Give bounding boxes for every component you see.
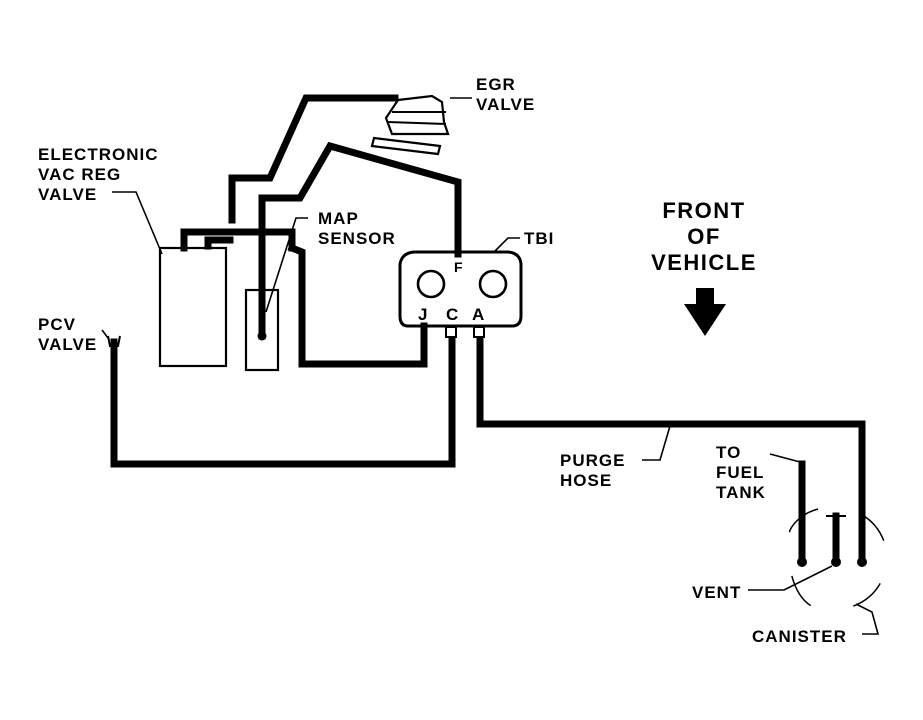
evrv-leader bbox=[112, 191, 163, 255]
front-label-line3: VEHICLE bbox=[651, 250, 757, 275]
fuel-tank-leader bbox=[769, 453, 801, 463]
egr-label-line1: EGR bbox=[476, 75, 516, 94]
pcv-hose bbox=[110, 336, 456, 468]
map-leader bbox=[265, 217, 308, 313]
map-label-line1: MAP bbox=[318, 209, 359, 228]
port-c-label: C bbox=[446, 305, 459, 324]
tbi-leader bbox=[493, 237, 520, 253]
evrv-label-line2: VAC REG bbox=[38, 165, 121, 184]
front-label-line2: OF bbox=[687, 224, 721, 249]
pcv-valve-fitting bbox=[107, 335, 121, 347]
front-label-line1: FRONT bbox=[662, 198, 745, 223]
tbi-label: TBI bbox=[524, 229, 554, 248]
pcv-label-line2: VALVE bbox=[38, 335, 97, 354]
port-j-label: J bbox=[418, 305, 428, 324]
evrv-label-line3: VALVE bbox=[38, 185, 97, 204]
canister-leader bbox=[855, 603, 880, 635]
pcv-label-line1: PCV bbox=[38, 315, 76, 334]
evrv-upper-hose bbox=[180, 228, 296, 252]
port-a-label: A bbox=[472, 305, 485, 324]
evrv-nipple-dot bbox=[226, 236, 234, 244]
fuel-tank-label-line2: FUEL bbox=[716, 463, 764, 482]
map-sensor-hose bbox=[258, 141, 462, 340]
evrv-label-line1: ELECTRONIC bbox=[38, 145, 159, 164]
fuel-tank-label-line3: TANK bbox=[716, 483, 766, 502]
pcv-leader bbox=[101, 329, 109, 339]
purge-leader bbox=[642, 425, 671, 461]
tbi-unit bbox=[398, 250, 523, 338]
fuel-tank-label-line1: TO bbox=[716, 443, 741, 462]
evrv-output-stub bbox=[204, 236, 234, 250]
vent-label: VENT bbox=[692, 583, 741, 602]
canister-label: CANISTER bbox=[752, 627, 847, 646]
j-port-hose bbox=[287, 243, 428, 368]
canister-purge-dot bbox=[857, 557, 867, 567]
purge-hose bbox=[476, 336, 866, 566]
map-sensor-port-dot bbox=[257, 331, 267, 341]
egr-valve bbox=[370, 94, 450, 156]
electronic-vac-reg-valve bbox=[158, 246, 228, 368]
front-arrow-icon bbox=[684, 288, 726, 336]
vent-leader bbox=[748, 565, 833, 591]
egr-label-line2: VALVE bbox=[476, 95, 535, 114]
purge-label-line2: HOSE bbox=[560, 471, 612, 490]
charcoal-canister bbox=[787, 460, 888, 612]
map-label-line2: SENSOR bbox=[318, 229, 396, 248]
port-f-label: F bbox=[454, 259, 464, 275]
egr-vacuum-hose bbox=[228, 94, 399, 224]
purge-label-line1: PURGE bbox=[560, 451, 625, 470]
